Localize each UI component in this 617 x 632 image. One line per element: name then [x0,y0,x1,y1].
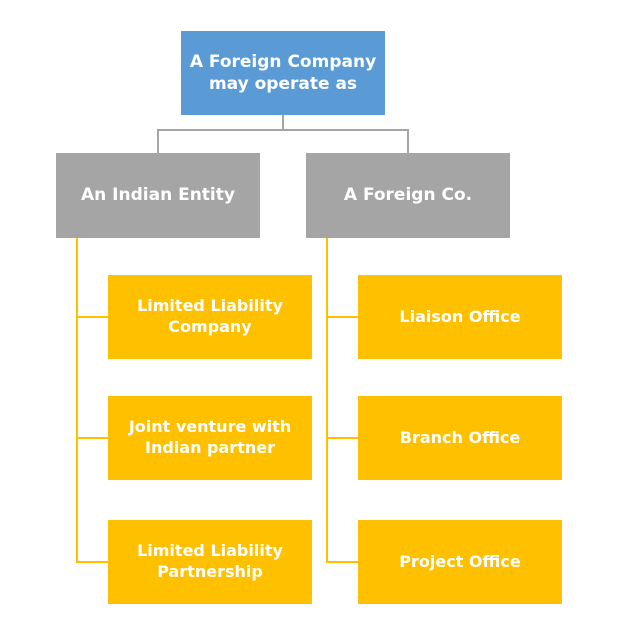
category-indian-entity: An Indian Entity [56,153,260,238]
leaf-joint-venture: Joint venture with Indian partner [108,396,312,480]
leaf-label: Limited Liability Company [137,296,283,336]
leaf-limited-liability-partnership: Limited Liability Partnership [108,520,312,604]
root-node-label: A Foreign Company may operate as [189,51,377,94]
left-tick-2 [76,437,108,439]
right-branch-connector [407,129,409,153]
leaf-branch-office: Branch Office [358,396,562,480]
left-tick-1 [76,316,108,318]
leaf-label: Limited Liability Partnership [137,541,283,581]
left-branch-connector [157,129,159,153]
right-tick-1 [326,316,358,318]
leaf-label: Project Office [399,551,521,571]
leaf-liaison-office: Liaison Office [358,275,562,359]
category-foreign-co: A Foreign Co. [306,153,510,238]
left-tick-3 [76,561,108,563]
leaf-label: Branch Office [399,427,521,447]
leaf-limited-liability-company: Limited Liability Company [108,275,312,359]
right-tick-3 [326,561,358,563]
root-connector-horizontal [157,129,409,131]
root-node: A Foreign Company may operate as [181,31,385,115]
leaf-label: Joint venture with Indian partner [128,417,292,457]
left-spine [76,238,78,563]
leaf-label: Liaison Office [399,306,521,326]
category-label: An Indian Entity [81,185,235,206]
category-label: A Foreign Co. [343,185,473,206]
right-tick-2 [326,437,358,439]
root-connector-vertical [282,114,284,130]
right-spine [326,238,328,563]
leaf-project-office: Project Office [358,520,562,604]
